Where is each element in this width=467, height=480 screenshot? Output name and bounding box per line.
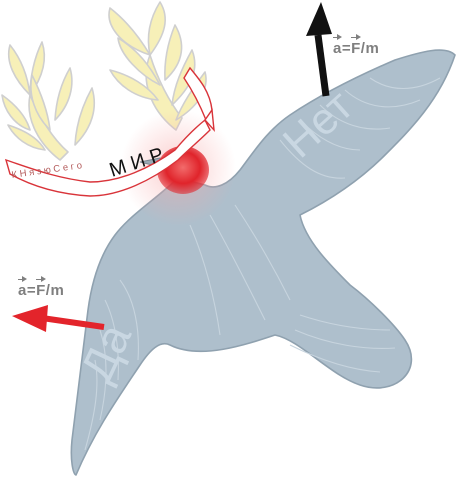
vector-f: F — [351, 34, 361, 57]
equals-sign: = — [341, 40, 352, 57]
dove-body — [70, 49, 456, 476]
formula-top: a=F/m — [333, 34, 380, 57]
vector-a: a — [333, 34, 342, 57]
vector-a: a — [18, 276, 27, 299]
formula-tail: /m — [45, 282, 65, 299]
formula-tail: /m — [360, 40, 380, 57]
ribbon-banner — [4, 66, 215, 197]
formula-left: a=F/m — [18, 276, 65, 299]
equals-sign: = — [26, 282, 37, 299]
feather-lines — [84, 77, 441, 451]
vector-f: F — [36, 276, 46, 299]
dove — [70, 49, 456, 476]
arrow-up — [306, 2, 332, 97]
arrow-left — [12, 305, 105, 332]
